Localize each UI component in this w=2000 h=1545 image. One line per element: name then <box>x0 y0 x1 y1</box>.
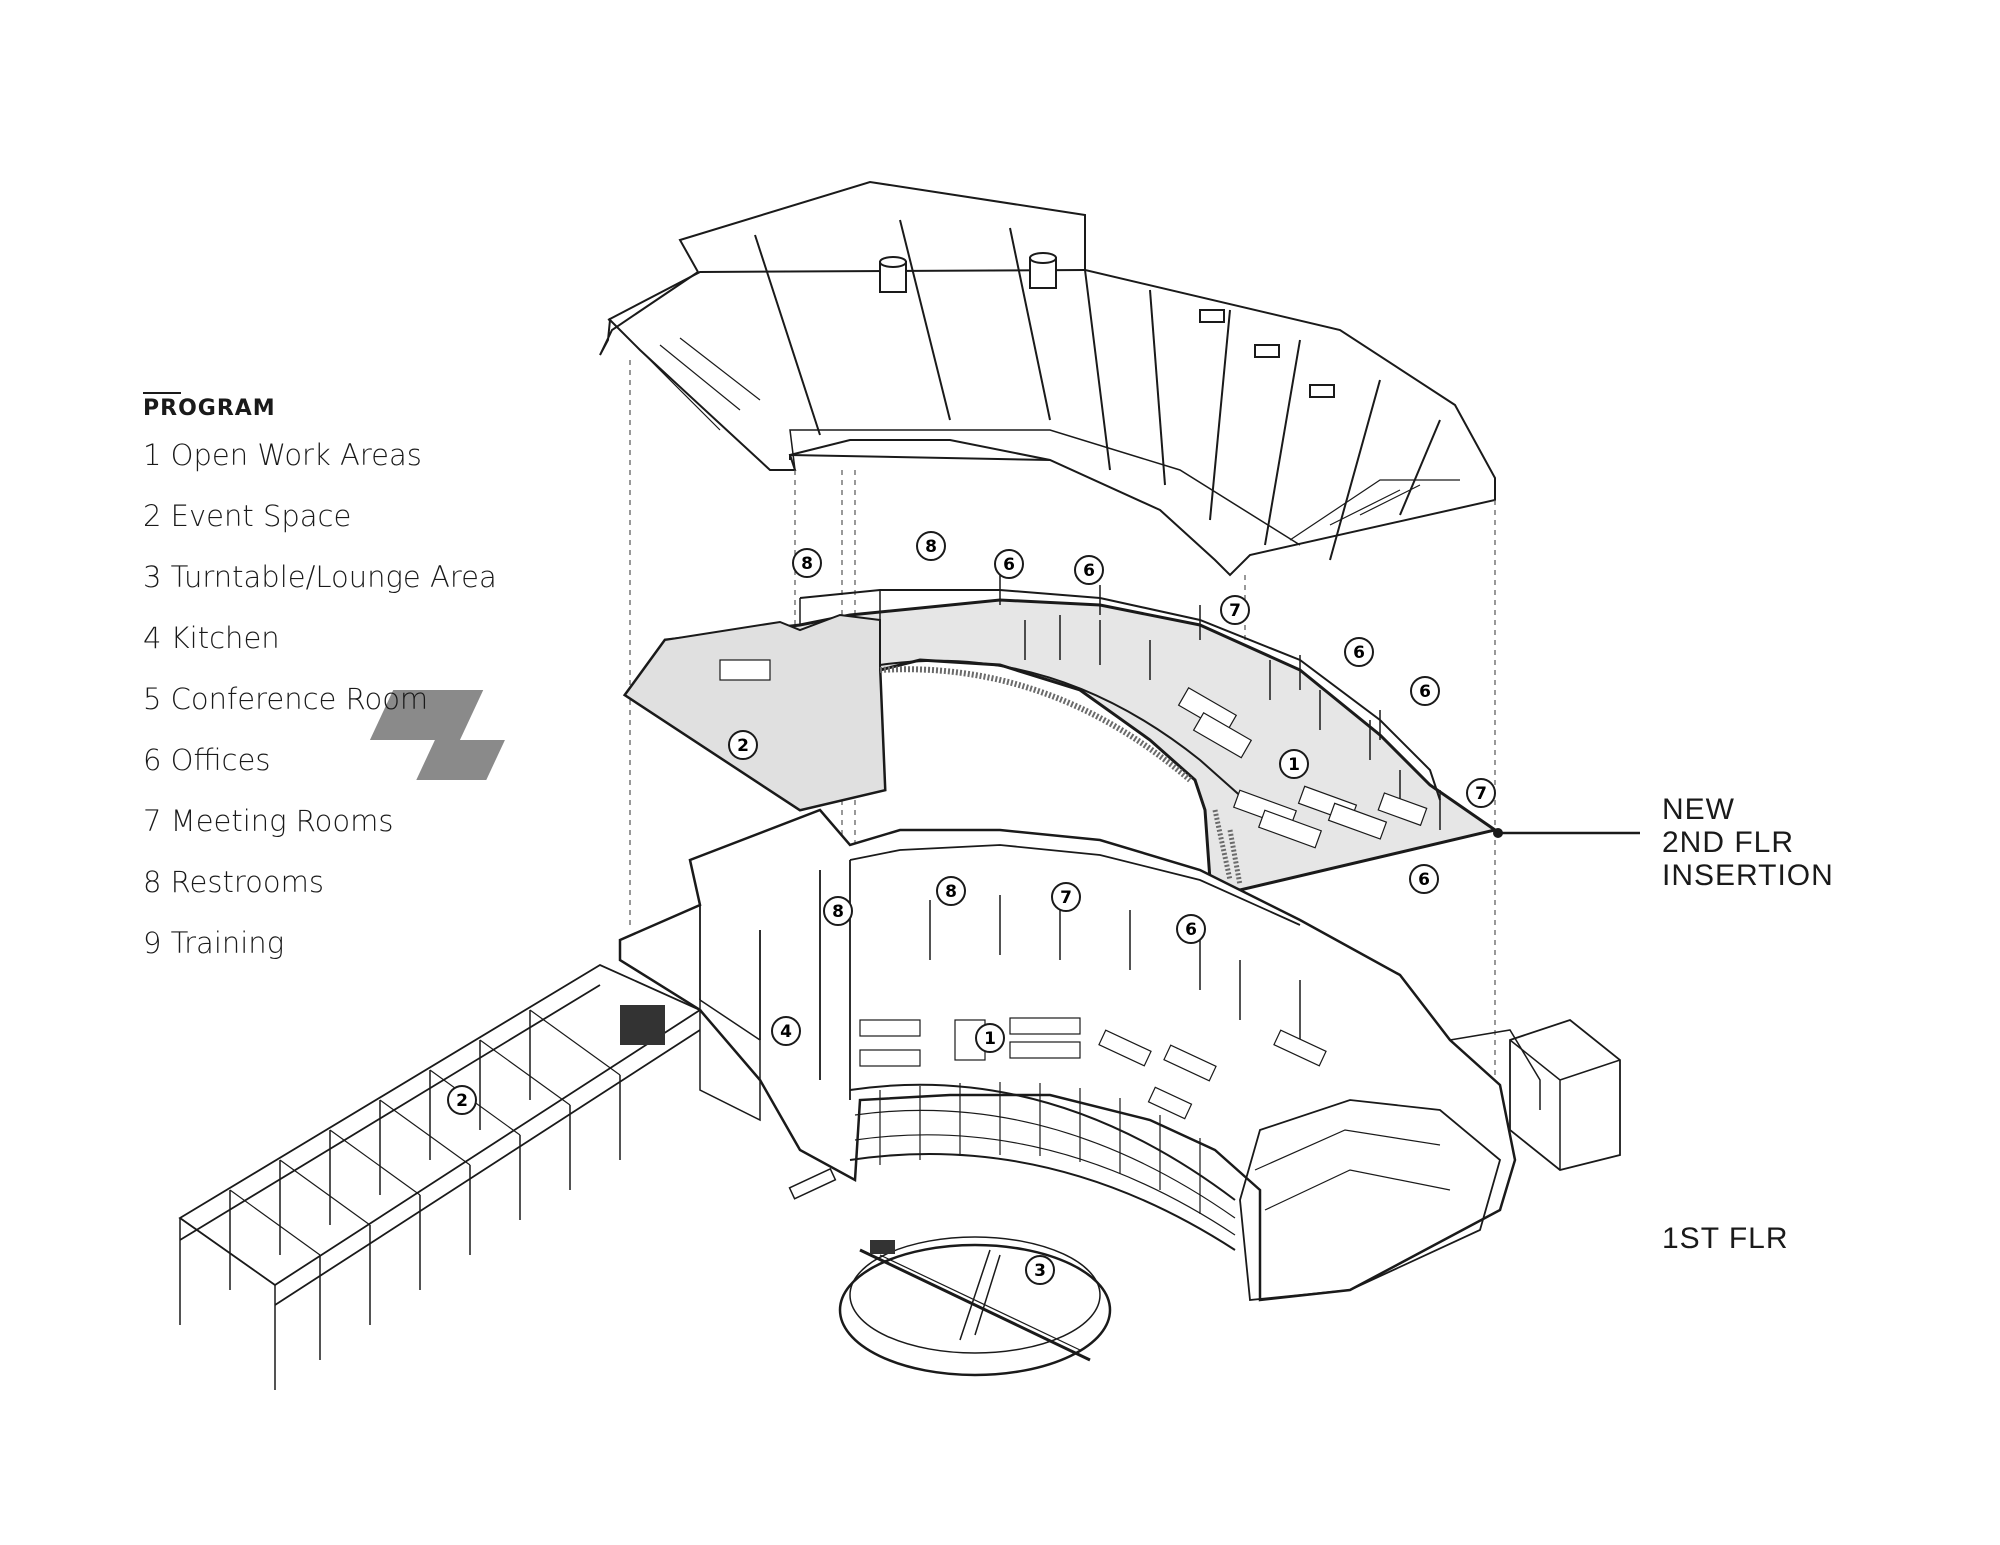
second-floor-label-line: INSERTION <box>1662 859 1834 892</box>
callout-6: 6 <box>994 549 1024 579</box>
second-floor-label: NEW 2ND FLR INSERTION <box>1662 793 1834 892</box>
svg-text:2: 2 <box>456 1091 468 1111</box>
legend-item-restrooms: 8 Restrooms <box>143 865 324 899</box>
callout-6: 6 <box>1409 864 1439 894</box>
legend-item-kitchen: 4 Kitchen <box>143 621 280 655</box>
callout-8: 8 <box>823 896 853 926</box>
callout-4: 4 <box>771 1016 801 1046</box>
roof-layer <box>599 180 1496 577</box>
svg-text:2: 2 <box>737 736 749 756</box>
callout-8: 8 <box>792 548 822 578</box>
svg-text:6: 6 <box>1418 870 1430 890</box>
svg-text:7: 7 <box>1229 601 1241 621</box>
second-floor-label-line: NEW <box>1662 793 1735 826</box>
program-legend: PROGRAM 1 Open Work Areas 2 Event Space … <box>143 392 497 984</box>
callouts-first-floor: 8 8 7 6 4 1 2 3 <box>447 876 1206 1285</box>
svg-text:8: 8 <box>832 902 844 922</box>
first-floor-label: 1ST FLR <box>1662 1222 1789 1255</box>
legend-item-event-space: 2 Event Space <box>143 499 352 533</box>
svg-text:3: 3 <box>1034 1261 1046 1281</box>
svg-text:6: 6 <box>1419 682 1431 702</box>
callout-6: 6 <box>1410 676 1440 706</box>
callout-8: 8 <box>936 876 966 906</box>
svg-text:6: 6 <box>1003 555 1015 575</box>
callout-7: 7 <box>1466 778 1496 808</box>
callout-2: 2 <box>447 1085 477 1115</box>
callout-8: 8 <box>916 531 946 561</box>
callout-6: 6 <box>1176 914 1206 944</box>
first-floor-layer <box>618 808 1621 1302</box>
callout-6: 6 <box>1074 555 1104 585</box>
legend-title-text: PROGRAM <box>143 396 276 421</box>
turntable-lounge <box>788 1167 1112 1377</box>
second-floor-label-line: 2ND FLR <box>1662 826 1795 859</box>
legend-title-overbar <box>143 392 181 394</box>
legend-item-meeting-rooms: 7 Meeting Rooms <box>143 804 394 838</box>
svg-text:7: 7 <box>1475 784 1487 804</box>
svg-text:8: 8 <box>801 554 813 574</box>
callouts-second-floor: 8 8 6 6 7 6 6 7 6 2 1 <box>728 531 1496 894</box>
second-floor-leader <box>1493 828 1640 838</box>
legend-item-open-work-areas: 1 Open Work Areas <box>143 438 422 472</box>
svg-text:7: 7 <box>1060 888 1072 908</box>
svg-text:6: 6 <box>1083 561 1095 581</box>
svg-text:6: 6 <box>1185 920 1197 940</box>
pergola-event-space <box>178 963 702 1390</box>
legend-title: PROGRAM <box>143 392 497 421</box>
legend-item-offices: 6 Offices <box>143 743 271 777</box>
legend-item-training: 9 Training <box>143 926 285 960</box>
legend-item-turntable-lounge: 3 Turntable/Lounge Area <box>143 560 497 594</box>
callout-7: 7 <box>1051 882 1081 912</box>
callout-3: 3 <box>1025 1255 1055 1285</box>
svg-text:1: 1 <box>984 1029 996 1049</box>
svg-text:8: 8 <box>945 882 957 902</box>
callout-2: 2 <box>728 730 758 760</box>
second-floor-layer <box>369 575 1499 892</box>
svg-text:4: 4 <box>780 1022 792 1042</box>
svg-text:1: 1 <box>1288 755 1300 775</box>
svg-text:8: 8 <box>925 537 937 557</box>
callout-6: 6 <box>1344 637 1374 667</box>
callout-7: 7 <box>1220 595 1250 625</box>
callout-1: 1 <box>975 1023 1005 1053</box>
legend-item-conference-room: 5 Conference Room <box>143 682 429 716</box>
callout-1: 1 <box>1279 749 1309 779</box>
svg-text:6: 6 <box>1353 643 1365 663</box>
